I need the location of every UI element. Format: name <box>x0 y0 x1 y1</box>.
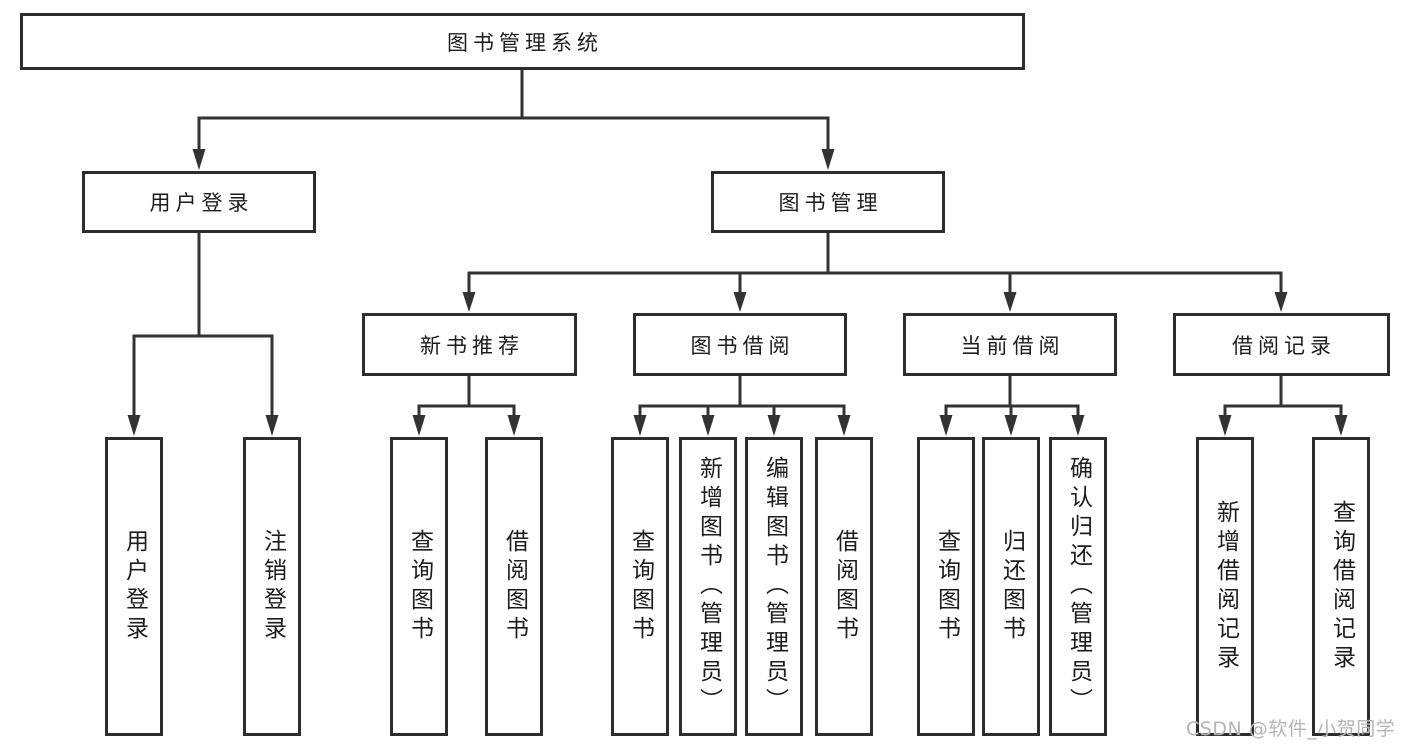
leaf-query-books-label: 查询图书 <box>627 528 654 645</box>
node-book-borrow-label: 图书借阅 <box>690 333 795 358</box>
leaf-user-login: 用户登录 <box>105 437 163 736</box>
csdn-watermark: CSDN @软件_小贺同学 <box>1186 718 1396 740</box>
leaf-query-borrow-record: 查询借阅记录 <box>1312 437 1370 736</box>
node-current-borrow-label: 当前借阅 <box>960 333 1065 358</box>
leaf-query-books: 查询图书 <box>917 437 975 736</box>
node-book-management-label: 图书管理 <box>778 191 883 215</box>
leaf-borrow-books: 借阅图书 <box>815 437 873 736</box>
leaf-edit-books-admin-label: 编辑图书（管理员） <box>761 456 788 717</box>
node-borrow-records: 借阅记录 <box>1173 313 1390 376</box>
leaf-query-books-label: 查询图书 <box>933 528 960 645</box>
leaf-user-login-label: 用户登录 <box>121 528 148 645</box>
node-current-borrow: 当前借阅 <box>903 313 1117 376</box>
leaf-query-books: 查询图书 <box>611 437 669 736</box>
node-new-book-recommend: 新书推荐 <box>362 313 577 376</box>
node-user-login-label: 用户登录 <box>149 191 254 215</box>
leaf-query-books-label: 查询图书 <box>406 528 433 645</box>
leaf-confirm-return-admin: 确认归还（管理员） <box>1049 437 1107 736</box>
leaf-add-books-admin-label: 新增图书（管理员） <box>695 456 722 717</box>
leaf-add-borrow-record: 新增借阅记录 <box>1196 437 1254 736</box>
connector-user-login-children <box>127 233 279 436</box>
leaf-add-books-admin: 新增图书（管理员） <box>679 437 737 736</box>
leaf-return-books-label: 归还图书 <box>998 528 1025 645</box>
node-root: 图书管理系统 <box>20 13 1025 70</box>
leaf-logout: 注销登录 <box>243 437 301 736</box>
leaf-borrow-books: 借阅图书 <box>485 437 543 736</box>
node-book-management: 图书管理 <box>711 171 945 233</box>
connector-current-borrow-children <box>939 376 1085 436</box>
connector-new-book-children <box>412 376 521 436</box>
leaf-return-books: 归还图书 <box>982 437 1040 736</box>
connector-book-borrow-children <box>633 376 851 436</box>
leaf-logout-label: 注销登录 <box>259 528 286 645</box>
leaf-edit-books-admin: 编辑图书（管理员） <box>745 437 803 736</box>
leaf-confirm-return-admin-label: 确认归还（管理员） <box>1065 456 1092 717</box>
connector-root-to-level2 <box>192 69 835 170</box>
leaf-borrow-books-label: 借阅图书 <box>831 528 858 645</box>
node-root-label: 图书管理系统 <box>447 30 603 55</box>
connector-borrow-records-children <box>1218 376 1348 436</box>
leaf-add-borrow-record-label: 新增借阅记录 <box>1212 499 1239 674</box>
node-user-login: 用户登录 <box>82 171 316 233</box>
leaf-query-borrow-record-label: 查询借阅记录 <box>1328 499 1355 674</box>
leaf-borrow-books-label: 借阅图书 <box>501 528 528 645</box>
node-new-book-recommend-label: 新书推荐 <box>420 333 524 358</box>
connector-book-management-children <box>462 233 1288 312</box>
node-borrow-records-label: 借阅记录 <box>1232 333 1336 358</box>
node-book-borrow: 图书借阅 <box>633 313 847 376</box>
leaf-query-books: 查询图书 <box>390 437 448 736</box>
